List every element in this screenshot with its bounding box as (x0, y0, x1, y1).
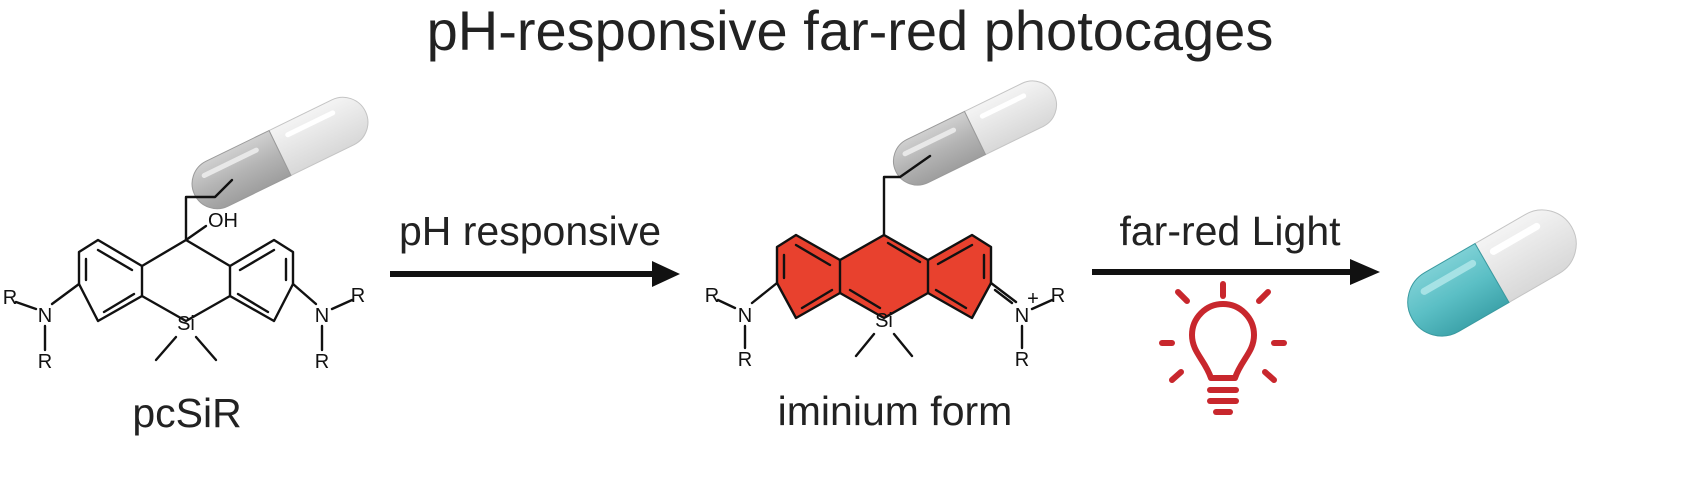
released-capsule-icon (1407, 209, 1577, 337)
nitrogen-label-right: N (315, 305, 329, 327)
conjugated-ring-system (775, 233, 993, 320)
right-benzene-ring (228, 238, 295, 323)
pcsir-label: pcSiR (132, 390, 241, 436)
pcsir-structure: OH Si N R R N R R (3, 96, 369, 373)
iminium-form-label: iminium form (778, 388, 1013, 434)
r-group-label: R (3, 287, 17, 309)
r-group-label: R (315, 351, 329, 373)
iminium-nitrogen-label: N (1015, 305, 1029, 327)
lightbulb-icon (1159, 281, 1287, 415)
ph-responsive-label: pH responsive (399, 208, 661, 254)
nitrogen-label-left: N (738, 305, 752, 327)
capsule-icon (191, 96, 369, 210)
r-group-label: R (351, 285, 365, 307)
reaction-arrow-2 (1092, 259, 1380, 285)
central-ring (140, 238, 232, 323)
reaction-arrow-1 (390, 261, 680, 287)
hydroxyl-label: OH (208, 210, 238, 232)
nitrogen-label-left: N (38, 305, 52, 327)
r-group-label: R (1051, 285, 1065, 307)
r-group-label: R (1015, 349, 1029, 371)
silicon-label: Si (177, 313, 195, 335)
iminium-structure: Si N R R N + R R (705, 80, 1065, 371)
positive-charge-label: + (1027, 288, 1039, 310)
silicon-label: Si (875, 310, 893, 332)
r-group-label: R (705, 285, 719, 307)
r-group-label: R (38, 351, 52, 373)
r-group-label: R (738, 349, 752, 371)
capsule-icon (892, 80, 1058, 186)
diagram-title: pH-responsive far-red photocages (427, 0, 1274, 62)
left-benzene-ring (77, 238, 144, 323)
linker-bond (184, 178, 234, 242)
far-red-light-label: far-red Light (1119, 208, 1341, 254)
